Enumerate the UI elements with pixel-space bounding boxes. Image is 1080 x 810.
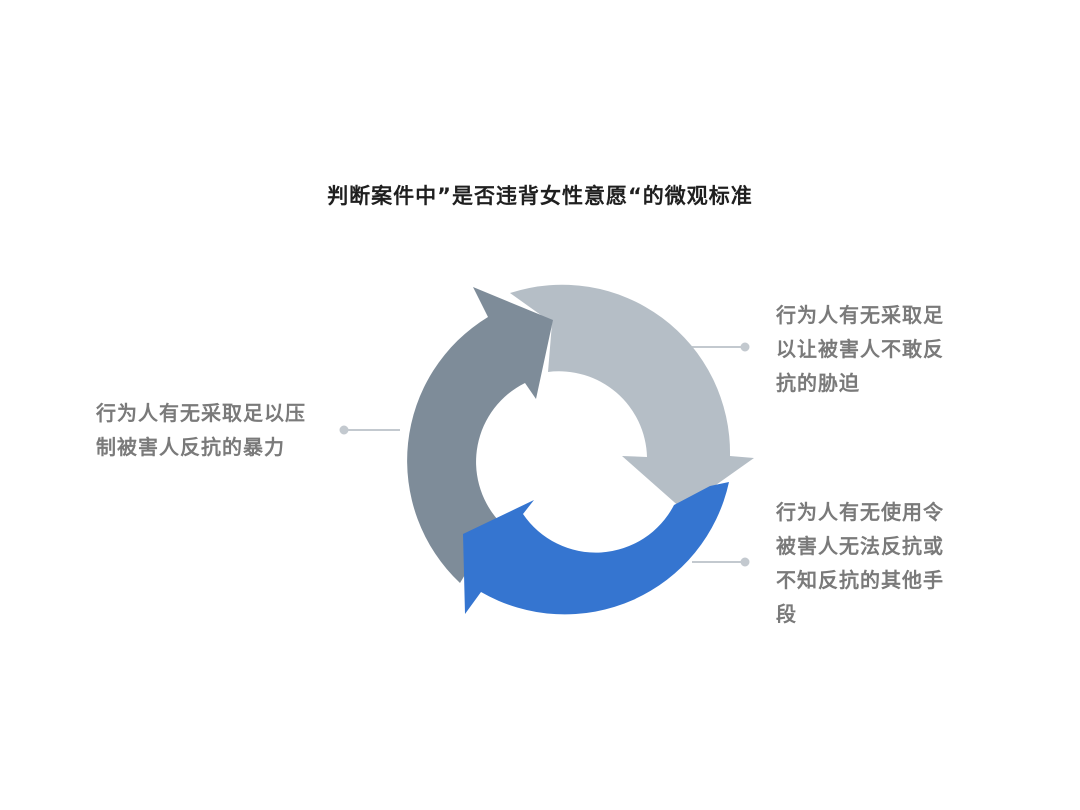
leader-dot-left — [339, 425, 349, 435]
label-line: 制被害人反抗的暴力 — [96, 435, 285, 459]
leader-dot-bottom-right — [740, 557, 750, 567]
leader-lines — [339, 342, 750, 567]
label-line: 行为人有无使用令 — [776, 500, 944, 524]
label-line: 不知反抗的其他手 — [776, 568, 944, 592]
label-line: 被害人无法反抗或 — [776, 534, 944, 558]
label-line: 以让被害人不敢反 — [776, 337, 944, 361]
segment-top-right-arrow — [510, 284, 754, 509]
leader-dot-top-right — [740, 342, 750, 352]
label-line: 段 — [776, 602, 797, 626]
label-line: 抗的胁迫 — [776, 371, 860, 395]
segment-bottom-arrow — [463, 482, 729, 615]
diagram-title: 判断案件中”是否违背女性意愿“的微观标准 — [327, 184, 753, 208]
segment-left-arrow — [407, 287, 553, 583]
label-other-means: 行为人有无使用令 被害人无法反抗或 不知反抗的其他手 段 — [776, 495, 944, 631]
label-line: 行为人有无采取足以压 — [96, 401, 306, 425]
label-threat: 行为人有无采取足 以让被害人不敢反 抗的胁迫 — [776, 298, 944, 400]
label-line: 行为人有无采取足 — [776, 303, 944, 327]
label-violence: 行为人有无采取足以压 制被害人反抗的暴力 — [96, 396, 306, 464]
